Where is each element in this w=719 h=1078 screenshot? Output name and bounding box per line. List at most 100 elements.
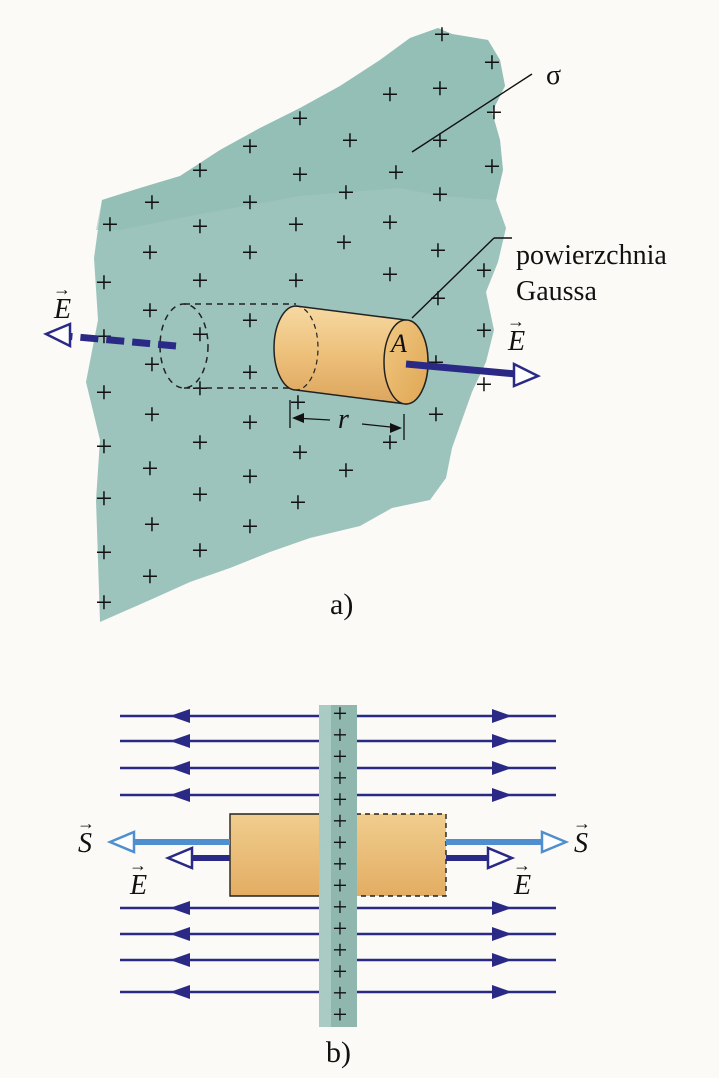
surface-vector-label-right: S xyxy=(574,828,588,859)
plus-sign: + xyxy=(333,957,348,986)
vector-arrow-e-right-b: → xyxy=(513,855,531,875)
plus-sign: + xyxy=(432,178,449,211)
plus-sign: + xyxy=(338,176,355,209)
field-arrowhead-left xyxy=(42,322,72,349)
field-line-arrowhead-left xyxy=(170,927,190,941)
plus-sign: + xyxy=(484,150,501,183)
plus-sign: + xyxy=(342,124,359,157)
plus-sign: + xyxy=(192,478,209,511)
field-vector-arrowhead-right xyxy=(486,846,516,870)
plus-sign: + xyxy=(144,398,161,431)
plus-sign: + xyxy=(96,376,113,409)
surface-vector-arrowhead-left xyxy=(106,830,136,854)
plus-sign: + xyxy=(96,536,113,569)
plus-sign: + xyxy=(142,236,159,269)
field-arrow-right xyxy=(405,360,517,378)
plus-sign: + xyxy=(288,264,305,297)
field-label-right-b: E xyxy=(513,870,531,901)
plus-sign: + xyxy=(333,764,348,793)
plus-sign: + xyxy=(333,1000,348,1029)
field-line-arrowhead-left xyxy=(170,709,190,723)
gauss-cylinder-cap xyxy=(383,319,429,405)
plus-sign: + xyxy=(144,348,161,381)
plus-sign: + xyxy=(96,266,113,299)
plus-sign: + xyxy=(192,264,209,297)
sigma-label: σ xyxy=(546,60,561,91)
vector-arrow-s-left: → xyxy=(77,813,95,833)
plus-sign: + xyxy=(333,893,348,922)
field-line-arrowhead-left xyxy=(170,953,190,967)
plus-sign: + xyxy=(242,236,259,269)
field-line-arrowhead-right xyxy=(492,709,512,723)
figure-a: + + + + + + + + + + + + + + + + + + + + + + + + + + + + + + + + + + + + + + + +… xyxy=(42,18,667,622)
gauss-cylinder-inner-curve xyxy=(295,305,319,391)
plus-sign: + xyxy=(96,430,113,463)
plus-sign: + xyxy=(484,46,501,79)
field-label-left: E xyxy=(53,294,71,325)
vector-arrow-e-left: → xyxy=(53,279,71,299)
plus-sign: + xyxy=(333,742,348,771)
field-line-arrowhead-left xyxy=(170,734,190,748)
plus-sign: + xyxy=(96,586,113,619)
surface-vector-arrowhead-right xyxy=(540,830,570,854)
field-arrow-left xyxy=(65,332,177,350)
plus-sign: + xyxy=(333,979,348,1008)
radius-label: r xyxy=(338,404,349,435)
field-line-arrowhead-left xyxy=(170,761,190,775)
field-line-arrowhead-right xyxy=(492,761,512,775)
field-line-arrowhead-left xyxy=(170,985,190,999)
plus-sign: + xyxy=(338,454,355,487)
plus-sign: + xyxy=(142,452,159,485)
field-line-arrowhead-right xyxy=(492,953,512,967)
plus-sign: + xyxy=(102,208,119,241)
plus-sign: + xyxy=(476,254,493,287)
gauss-label-line1: powierzchnia xyxy=(516,240,667,271)
field-line-arrowhead-right xyxy=(492,985,512,999)
plus-sign: + xyxy=(333,721,348,750)
plus-sign: + xyxy=(288,208,305,241)
caption-b: b) xyxy=(326,1036,351,1069)
plus-sign: + xyxy=(292,158,309,191)
charged-plate-edge-highlight xyxy=(319,705,331,1027)
plus-sign: + xyxy=(292,102,309,135)
plus-sign: + xyxy=(192,534,209,567)
plus-sign: + xyxy=(242,356,259,389)
plus-sign: + xyxy=(96,482,113,515)
field-line-arrowhead-left xyxy=(170,901,190,915)
radius-arrowhead-left xyxy=(292,413,304,423)
radius-arrowhead-right xyxy=(390,423,402,433)
gauss-pointer-line xyxy=(411,237,495,319)
plus-sign: + xyxy=(192,318,209,351)
field-label-right: E xyxy=(507,326,525,357)
plus-sign: + xyxy=(242,510,259,543)
plus-sign: + xyxy=(144,186,161,219)
caption-a: a) xyxy=(330,588,353,621)
field-arrowhead-right xyxy=(512,361,542,388)
plus-sign: + xyxy=(430,234,447,267)
plus-sign: + xyxy=(192,154,209,187)
plus-sign: + xyxy=(333,699,348,728)
plus-sign: + xyxy=(333,936,348,965)
plus-sign: + xyxy=(242,304,259,337)
plus-sign: + xyxy=(333,914,348,943)
plus-sign: + xyxy=(333,850,348,879)
gauss-label-line2: Gaussa xyxy=(516,276,597,307)
plus-sign: + xyxy=(434,18,451,51)
plate-shading xyxy=(96,28,505,230)
field-line-arrowhead-right xyxy=(492,927,512,941)
plus-sign: + xyxy=(242,406,259,439)
field-line-arrowhead-right xyxy=(492,901,512,915)
plus-sign: + xyxy=(476,368,493,401)
plus-sign: + xyxy=(242,460,259,493)
figure-b: +++++++++++++++ S → S → E → E → b) xyxy=(77,699,591,1069)
plus-sign: + xyxy=(192,426,209,459)
sigma-pointer-line xyxy=(411,73,533,153)
plus-sign: + xyxy=(333,785,348,814)
plus-sign: + xyxy=(192,210,209,243)
area-label: A xyxy=(389,329,407,358)
plus-signs-sheet: + + + + + + + + + + + + + + + + + + + + + + + + + + + + + + + + + + + + + + + +… xyxy=(96,18,503,619)
plus-signs-plate: +++++++++++++++ xyxy=(333,699,348,1029)
plus-sign: + xyxy=(476,314,493,347)
plus-sign: + xyxy=(486,96,503,129)
plus-sign: + xyxy=(432,124,449,157)
